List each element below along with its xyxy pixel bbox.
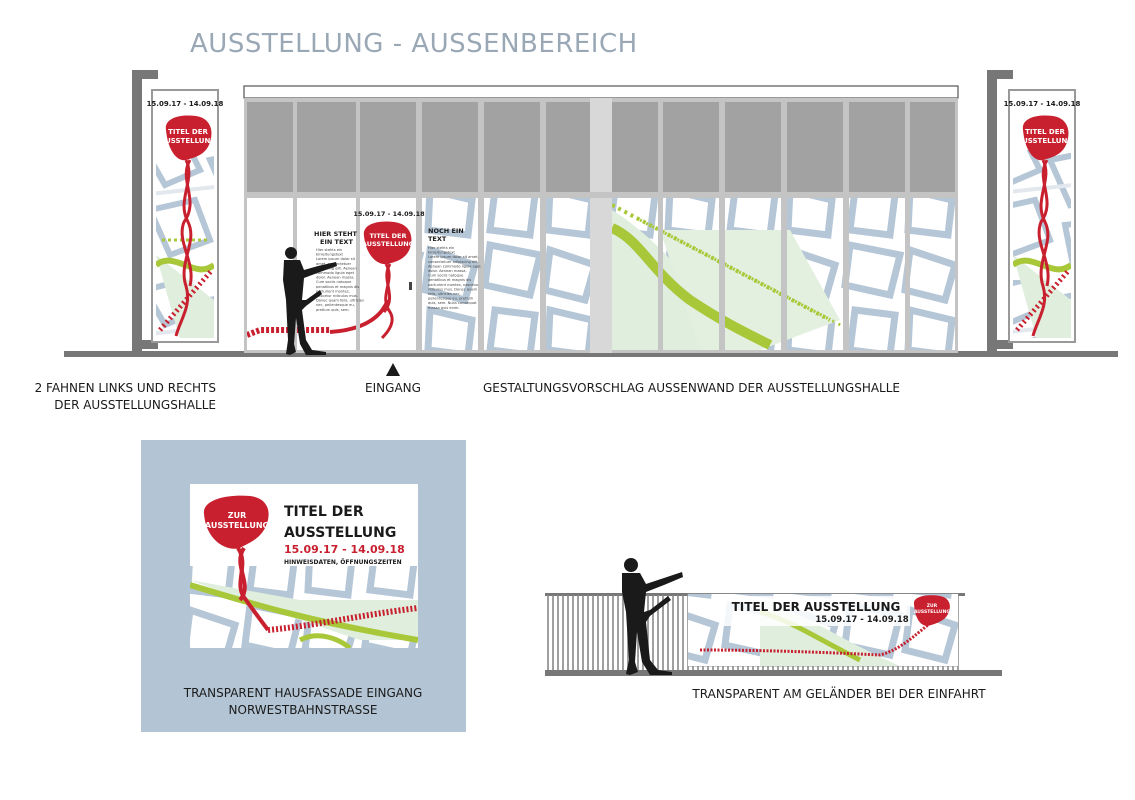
- label-wall: GESTALTUNGSVORSCHLAG AUSSENWAND DER AUSS…: [483, 381, 900, 395]
- facade-date: 15.09.17 - 14.09.18: [284, 543, 405, 556]
- label-railing: TRANSPARENT AM GELÄNDER BEI DER EINFAHRT: [691, 686, 986, 701]
- label-entrance: EINGANG: [365, 381, 421, 395]
- wall-body-line: dolor. Aenean massa.: [316, 276, 355, 280]
- dna-helix-icon: [174, 159, 193, 337]
- wall-body-line: Einleitungstext: [428, 251, 456, 255]
- wall-body-line: Cum sociis natoque: [316, 280, 352, 284]
- flag-bubble-line2: AUSSTELLUNG: [1017, 137, 1073, 145]
- wall-body-line: nec, pellentesque eu,: [316, 303, 355, 307]
- flag-bubble-line2: AUSSTELLUNG: [160, 137, 216, 145]
- flag-bubble-line1: TITEL DER: [1025, 128, 1065, 136]
- wall-body-line: pellentesque eu, pretium: [428, 297, 474, 301]
- label-facade-line1: TRANSPARENT HAUSFASSADE EINGANG: [183, 686, 423, 700]
- facade-bubble-line1: ZUR: [228, 511, 246, 520]
- speech-bubble-icon: [1022, 115, 1069, 161]
- ground-line: [64, 351, 1118, 357]
- speech-bubble-icon: [913, 595, 950, 626]
- flag-crossbar: [132, 70, 158, 79]
- dna-helix-icon: [380, 263, 394, 340]
- facade-info: HINWEISDATEN, ÖFFNUNGSZEITEN: [284, 559, 402, 566]
- flag-date: 15.09.17 - 14.09.18: [147, 100, 224, 108]
- wall-body-line: parturient montes,: [316, 289, 350, 293]
- arrow-up-icon: [386, 363, 400, 376]
- wall-bubble-line2: AUSSTELLUNG: [362, 240, 414, 248]
- railing-bubble-line1: ZUR: [927, 603, 938, 609]
- wall-body-line: Donec quam felis, ultricies: [316, 299, 364, 303]
- wall-right-heading-2: TEXT: [428, 235, 447, 243]
- dna-helix-icon: [1031, 159, 1050, 337]
- wall-body-line: quis, sem. Nulla consequat: [428, 301, 477, 305]
- wall-body-line: Einleitungstext: [316, 253, 344, 257]
- flag-bottom-bar: [997, 340, 1013, 349]
- flag-pole: [132, 70, 142, 353]
- wall-left-heading-2: EIN TEXT: [320, 238, 353, 246]
- wall-upper-panels: [247, 102, 955, 192]
- speech-bubble-icon: [203, 495, 269, 549]
- wall-body-line: felis, ultricies nec,: [428, 292, 461, 296]
- wall-bubble-line1: TITEL DER: [370, 232, 407, 240]
- silhouette-person-icon: [283, 247, 337, 355]
- wall-date: 15.09.17 - 14.09.18: [353, 210, 425, 218]
- wall-roof-outline: [243, 85, 959, 99]
- flag-right: 15.09.17 - 14.09.18 TITEL DER AUSSTELLUN…: [987, 70, 1081, 353]
- label-flags-line1: 2 FAHNEN LINKS UND RECHTS: [35, 381, 216, 395]
- wall-body-line: dolor. Aenean massa.: [428, 269, 467, 273]
- wall-right-heading-1: NOCH EIN: [428, 227, 464, 235]
- wall-body-line: consectetuer adipiscing elit.: [428, 260, 479, 264]
- flag-bottom-bar: [142, 340, 158, 349]
- wall-body-line: adipiscing elit. Aenean: [316, 266, 357, 270]
- facade-title-line2: AUSSTELLUNG: [284, 525, 396, 541]
- railing-title: TITEL DER AUSSTELLUNG: [732, 600, 901, 614]
- wall-mullions: [247, 98, 955, 353]
- wall-body-line: parturient montes, nascetur: [428, 283, 479, 287]
- wall-body-line: massa quis enim.: [428, 306, 460, 310]
- label-flags-line2: DER AUSSTELLUNGSHALLE: [54, 398, 216, 412]
- silhouette-person-icon: [622, 558, 683, 675]
- speech-bubble-icon: [165, 115, 212, 161]
- flag-date: 15.09.17 - 14.09.18: [1004, 100, 1081, 108]
- wall-body-line: penatibus et magnis dis: [428, 278, 471, 282]
- facade-title-line1: TITEL DER: [284, 504, 364, 520]
- wall-body-line: penatibus et magnis dis: [316, 285, 359, 289]
- railing-bubble-line2: AUSSTELLUNG: [914, 609, 950, 615]
- wall-body-line: Aenean commodo ligula eget: [428, 264, 481, 268]
- flag-pole: [987, 70, 997, 353]
- wall-body-line: ridiculus mus. Donec quam: [428, 287, 478, 291]
- facade-bubble-line2: AUSSTELLUNG: [205, 521, 269, 530]
- wall-left-heading-1: HIER STEHT: [314, 230, 358, 238]
- wall-body-line: commodo ligula eget: [316, 271, 355, 275]
- flag-bubble-line1: TITEL DER: [168, 128, 208, 136]
- railing-ground: [545, 670, 1002, 676]
- door-handle: [409, 282, 412, 290]
- wall-body-line: Cum sociis natoque: [428, 274, 464, 278]
- wall-body-line: nascetur ridiculus mus.: [316, 294, 358, 298]
- speech-bubble-icon: [363, 221, 412, 265]
- label-facade-line2: NORWESTBAHNSTRASSE: [229, 703, 378, 717]
- wall-body-line: Lorem ipsum dolor sit: [316, 257, 356, 261]
- page-title: AUSSTELLUNG - AUSSENBEREICH: [190, 29, 638, 59]
- wall-body-line: pretium quis, sem.: [316, 308, 350, 312]
- wall-body-line: Lorem ipsum dolor sit amet,: [428, 255, 479, 259]
- railing-section: TITEL DER AUSSTELLUNG 15.09.17 - 14.09.1…: [545, 593, 1002, 701]
- flag-left: 15.09.17 - 14.09.18 TITEL DER AUSSTELLUN…: [132, 70, 224, 353]
- facade-banner-box: ZUR AUSSTELLUNG TITEL DER AUSSTELLUNG 15…: [141, 440, 466, 732]
- wall-body-line: Hier stehts ein: [428, 246, 454, 250]
- hall-wall: 15.09.17 - 14.09.18 TITEL DER AUSSTELLUN…: [243, 85, 959, 353]
- railing-date: 15.09.17 - 14.09.18: [815, 615, 908, 625]
- wall-body-line: Hier stehts ein: [316, 248, 342, 252]
- flag-crossbar: [987, 70, 1013, 79]
